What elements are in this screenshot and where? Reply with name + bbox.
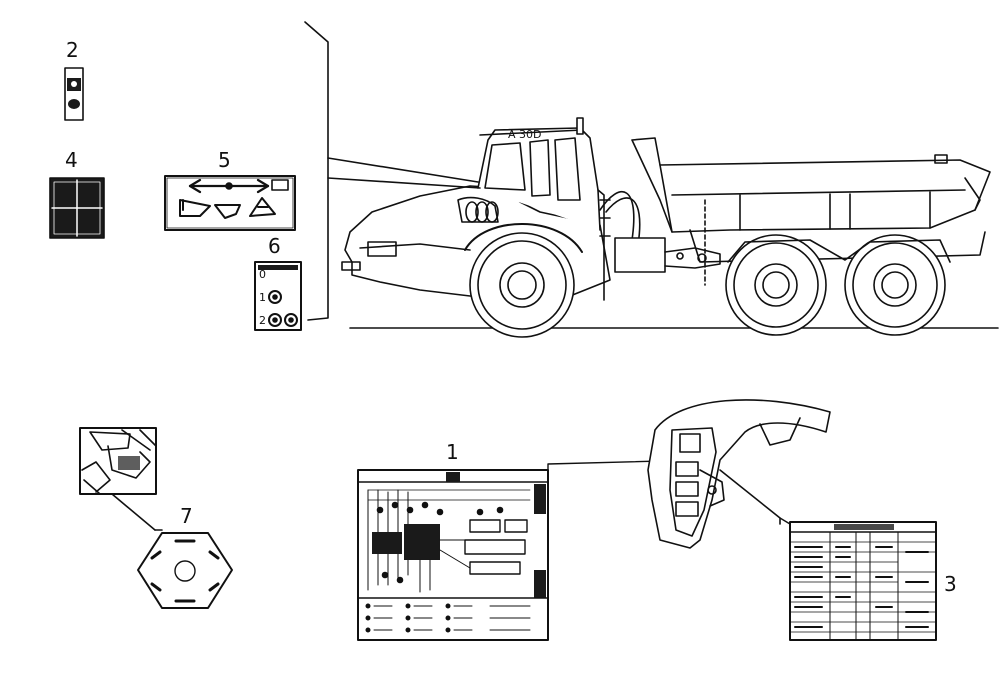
- articulation-hitch: [614, 237, 721, 273]
- decal-6-label-0: 0: [259, 268, 266, 281]
- rear-bogie-fender: [727, 239, 951, 263]
- dump-body: [631, 137, 991, 286]
- callout-1: 1: [446, 440, 459, 464]
- decal-6-label-2: 2: [259, 314, 266, 327]
- decal-4: [49, 177, 105, 239]
- cab-leader-lines: [304, 21, 481, 321]
- callout-6: 6: [268, 234, 281, 258]
- front-wheel: [464, 223, 583, 338]
- rear-wheel: [844, 234, 946, 336]
- decal-7: [137, 532, 233, 609]
- callout-4: 4: [65, 148, 78, 172]
- callout-2: 2: [66, 38, 79, 62]
- decal-5: [164, 175, 296, 231]
- decal-2: [64, 67, 84, 121]
- decal-1: [357, 459, 701, 641]
- decal-3: [779, 517, 937, 641]
- articulated-hauler: A 30D: [341, 117, 999, 338]
- callout-7: 7: [180, 504, 193, 528]
- fender-detail: [647, 399, 831, 549]
- decal-6-label-1: 1: [259, 291, 266, 304]
- decal-6: 0 1 2: [254, 261, 302, 331]
- svg-text:A 30D: A 30D: [508, 128, 542, 141]
- middle-wheel: [725, 234, 827, 336]
- callout-3: 3: [944, 572, 957, 596]
- decal-7-location-inset: [79, 427, 163, 531]
- callout-5: 5: [218, 148, 231, 172]
